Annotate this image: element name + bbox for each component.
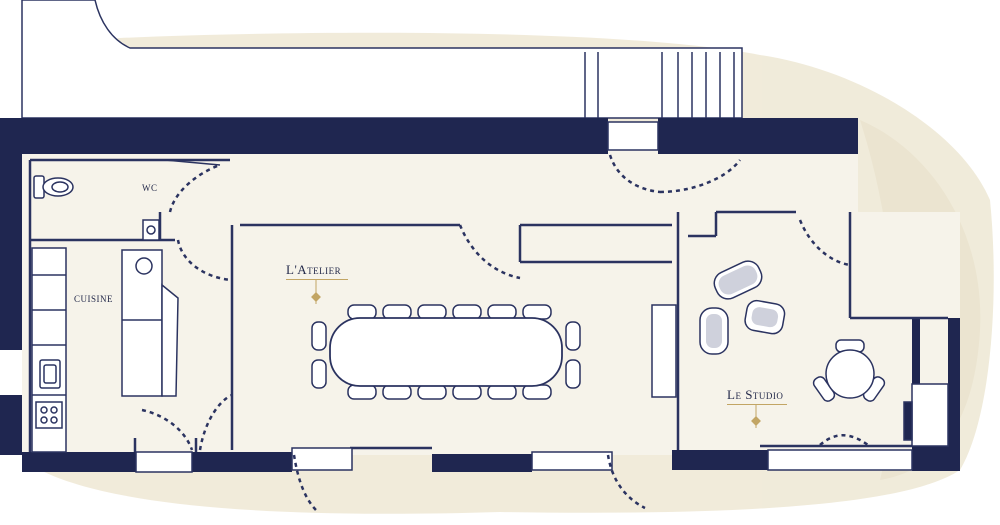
room-label-cuisine: CUISINE (74, 294, 113, 304)
partitions (28, 158, 948, 452)
terrace (21, 0, 743, 119)
room-label-atelier-underline (286, 279, 348, 280)
chairs-bottom (347, 384, 552, 400)
compass-marker-icon (751, 405, 761, 428)
sink-icon (142, 219, 160, 241)
studio-wall-unit (903, 383, 949, 447)
compass-marker-icon (311, 280, 321, 304)
door-swings (141, 154, 869, 513)
chairs-top (347, 304, 552, 320)
bottom-windows (135, 447, 913, 473)
atelier-table (311, 304, 581, 400)
room-label-studio: Le Studio (727, 387, 784, 402)
room-label-studio-underline (727, 404, 787, 405)
toilet-icon (33, 175, 74, 199)
room-label-wc: WC (142, 183, 158, 193)
kitchen-island (121, 249, 179, 397)
atelier-console (651, 304, 677, 398)
stove-icon (35, 401, 63, 429)
chairs-ends (311, 321, 581, 389)
room-label-atelier: L'Atelier (286, 262, 342, 277)
walls (0, 118, 960, 472)
table-top (329, 317, 563, 387)
studio-lounge (699, 260, 786, 355)
top-window (607, 121, 659, 151)
studio-round-table (812, 339, 886, 402)
